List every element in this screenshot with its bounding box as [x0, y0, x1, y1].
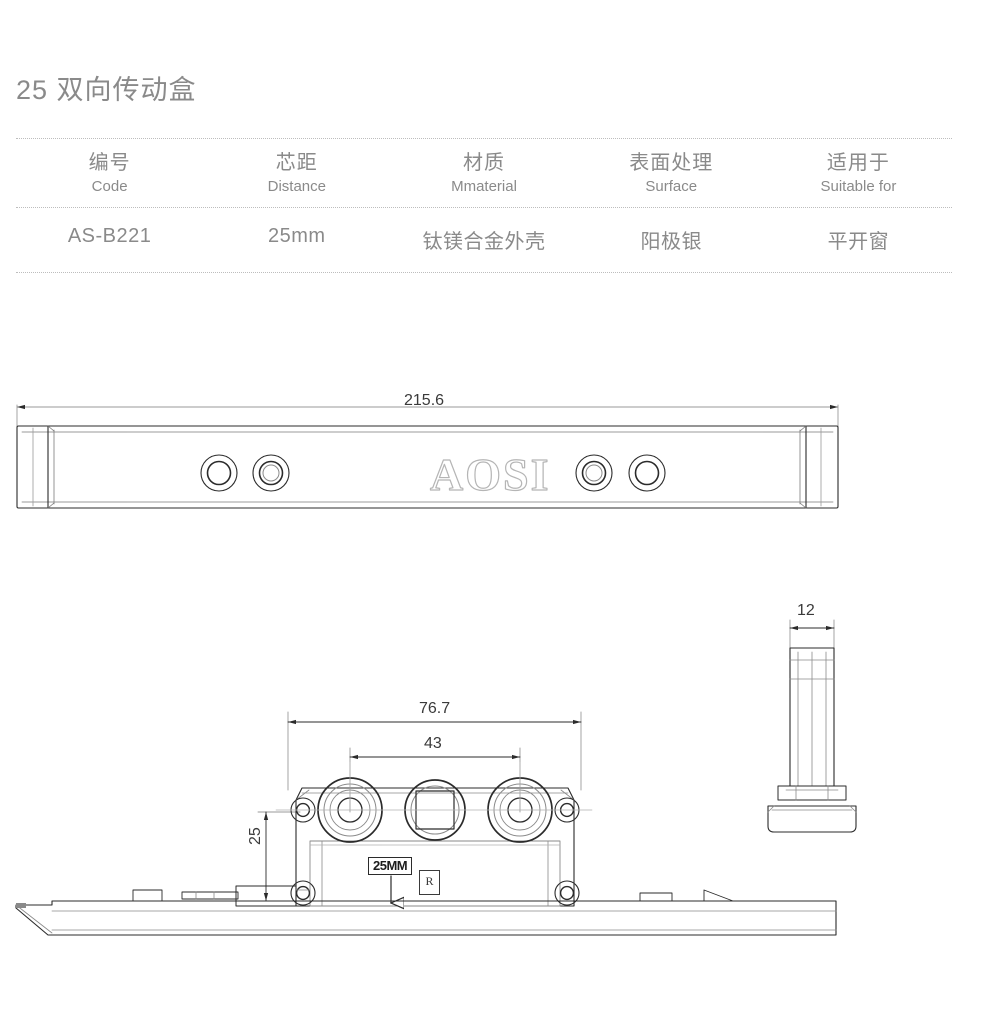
top-view-transmission-box: AOSI: [16, 404, 839, 509]
screw-hole: [290, 880, 316, 906]
dimension-label-length: 215.6: [404, 392, 445, 409]
column-header-distance-en: Distance: [267, 178, 326, 196]
registered-mark-badge: R: [419, 870, 440, 895]
cell-surface: 阳极银: [640, 230, 702, 253]
dimension-label-center-distance: 43: [424, 735, 442, 752]
table-divider-middle: [16, 206, 952, 208]
drive-boss-left: [317, 777, 383, 843]
column-header-suitable-en: Suitable for: [820, 178, 897, 196]
column-header-material-cn: 材质: [463, 152, 505, 174]
column-header-material: 材质 Mmaterial: [390, 139, 577, 207]
cell-code: AS-B221: [67, 224, 152, 247]
column-header-surface: 表面处理 Surface: [578, 139, 765, 207]
dimension-label-thickness: 12: [797, 602, 815, 619]
brand-logo-aosi: AOSI: [430, 449, 550, 500]
table-row: AS-B221 25mm 钛镁合金外壳 阳极银 平开窗: [16, 208, 952, 272]
callout-badge-25mm: 25MM: [368, 857, 413, 875]
screw-hole: [554, 880, 580, 906]
table-divider-top: [16, 138, 952, 139]
column-header-code: 编号 Code: [16, 139, 203, 207]
screw-hole: [575, 454, 613, 492]
cell-material: 钛镁合金外壳: [422, 230, 546, 253]
spec-table: 编号 Code 芯距 Distance 材质 Mmaterial 表面处理 Su…: [16, 138, 952, 273]
table-header-row: 编号 Code 芯距 Distance 材质 Mmaterial 表面处理 Su…: [16, 139, 952, 207]
dimension-label-width: 76.7: [419, 700, 451, 717]
column-header-distance-cn: 芯距: [275, 152, 318, 174]
screw-hole: [290, 797, 316, 823]
column-header-distance: 芯距 Distance: [203, 139, 390, 207]
column-header-surface-en: Surface: [645, 178, 698, 196]
column-header-code-cn: 编号: [88, 152, 131, 174]
screw-hole: [554, 797, 580, 823]
page-title: 25 双向传动盒: [16, 75, 197, 105]
drive-boss-right: [487, 777, 553, 843]
side-view-profile: [767, 619, 857, 833]
cell-suitable: 平开窗: [827, 230, 890, 253]
column-header-code-en: Code: [91, 178, 128, 196]
column-header-suitable-cn: 适用于: [826, 152, 890, 174]
column-header-material-en: Mmaterial: [451, 178, 517, 196]
dimension-label-height: 25: [247, 827, 264, 845]
screw-hole: [628, 454, 666, 492]
table-divider-bottom: [16, 271, 952, 273]
screw-hole: [252, 454, 290, 492]
registered-mark-label: R: [425, 874, 434, 888]
column-header-suitable: 适用于 Suitable for: [765, 139, 952, 207]
screw-hole: [200, 454, 238, 492]
cell-distance: 25mm: [268, 224, 326, 247]
center-square-drive: [404, 779, 466, 841]
column-header-surface-cn: 表面处理: [629, 152, 714, 174]
